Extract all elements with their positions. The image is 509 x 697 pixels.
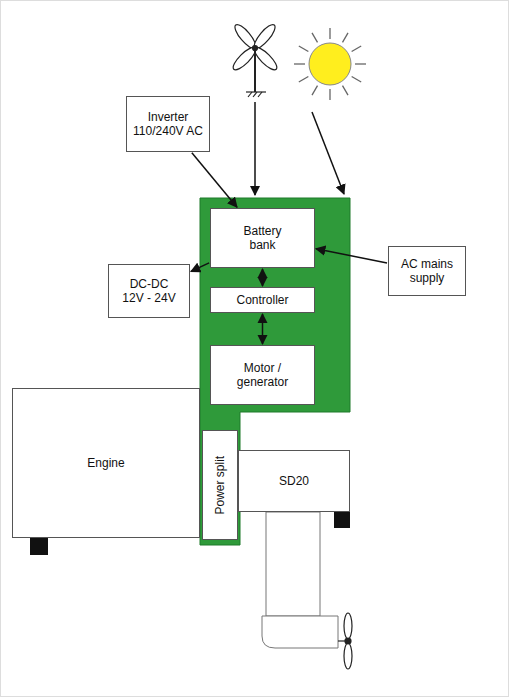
dcdc-box: DC-DC 12V - 24V (108, 264, 190, 318)
connector-arrow (191, 263, 209, 271)
box-label: DC-DC 12V - 24V (121, 277, 177, 306)
sun-ray (352, 46, 362, 52)
drive-leg (266, 512, 320, 616)
sun-symbol (294, 28, 366, 100)
sun-ray (299, 77, 309, 83)
drive-foot (334, 511, 350, 528)
wind-arrow (254, 102, 256, 195)
drive-box: SD20 (238, 450, 350, 512)
sun-ray (352, 77, 362, 83)
motor-generator-box: Motor / generator (210, 345, 315, 405)
sun-ray (329, 89, 330, 100)
propeller (338, 613, 352, 669)
sun-ray (312, 86, 318, 96)
sun-ray (312, 33, 318, 43)
battery-box: Battery bank (210, 208, 315, 268)
inverter-box: Inverter 110/240V AC (126, 96, 210, 152)
box-label: AC mains supply (392, 257, 462, 286)
box-label: Inverter 110/240V AC (131, 110, 205, 139)
sun-ray (294, 63, 305, 64)
box-label: Battery bank (235, 224, 291, 253)
sun-ray (299, 46, 309, 52)
sun-ray (343, 86, 349, 96)
box-label: SD20 (279, 474, 309, 488)
sun-ray (343, 33, 349, 43)
hybrid-unit-region (200, 198, 350, 545)
box-label: Controller (236, 293, 288, 307)
engine-box: Engine (12, 388, 200, 538)
sun-ray (329, 28, 330, 39)
connector-arrow (192, 153, 237, 207)
solar-arrow (312, 112, 344, 194)
connector-arrow (262, 269, 264, 286)
drive-pod (262, 616, 338, 648)
controller-box: Controller (210, 287, 315, 313)
engine-foot (30, 538, 48, 555)
box-label: Engine (87, 456, 124, 470)
wind-turbine (230, 22, 279, 97)
sun-ray (355, 63, 366, 64)
connector-arrow (316, 249, 387, 263)
power-split-box: Power split (202, 430, 238, 540)
ac-mains-box: AC mains supply (388, 246, 466, 296)
box-label: Power split (213, 456, 227, 515)
box-label: Motor / generator (228, 361, 298, 390)
connector-arrow (262, 314, 264, 344)
